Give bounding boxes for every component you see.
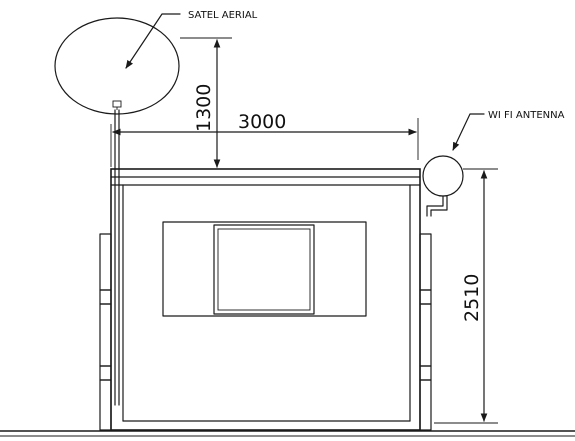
right-support-upper bbox=[419, 233, 432, 291]
dim-3000-value: 3000 bbox=[238, 111, 286, 133]
left-support-middle bbox=[99, 303, 112, 367]
aerial-mast bbox=[112, 100, 122, 406]
dim-1300-value: 1300 bbox=[193, 84, 215, 132]
dimension-mast-height: 1300 bbox=[180, 37, 232, 168]
window-pane-inner bbox=[217, 228, 311, 311]
left-support-upper bbox=[99, 233, 112, 291]
satel-aerial-ellipse bbox=[54, 17, 180, 115]
dimension-cabin-height: 2510 bbox=[434, 168, 498, 424]
wifi-antenna-bracket bbox=[426, 195, 444, 217]
left-support-lower bbox=[99, 379, 112, 431]
wifi-antenna-leader bbox=[452, 113, 485, 151]
left-supports bbox=[99, 233, 112, 431]
right-support-clamp-upper bbox=[419, 289, 432, 305]
right-support-middle bbox=[419, 303, 432, 367]
left-support-clamp-upper bbox=[99, 289, 112, 305]
wifi-antenna-label: WI FI ANTENNA bbox=[488, 110, 565, 121]
satel-aerial-label: SATEL AERIAL bbox=[188, 10, 258, 21]
window-frame bbox=[162, 221, 367, 317]
dim-2510-value: 2510 bbox=[461, 274, 483, 322]
cabin-outline bbox=[110, 168, 421, 431]
window-pane-outer bbox=[213, 224, 315, 315]
right-support-clamp-lower bbox=[419, 365, 432, 381]
cabin-body bbox=[110, 168, 421, 431]
right-supports bbox=[419, 233, 432, 431]
mast-tip bbox=[112, 100, 122, 108]
wifi-antenna bbox=[422, 155, 464, 217]
wifi-antenna-circle bbox=[422, 155, 464, 197]
cabin-window bbox=[162, 221, 367, 317]
satel-aerial-leader bbox=[125, 13, 181, 69]
dimension-width: 3000 bbox=[110, 111, 419, 167]
wifi-antenna-bracket-inner bbox=[430, 195, 448, 217]
right-support-lower bbox=[419, 379, 432, 431]
left-support-clamp-lower bbox=[99, 365, 112, 381]
